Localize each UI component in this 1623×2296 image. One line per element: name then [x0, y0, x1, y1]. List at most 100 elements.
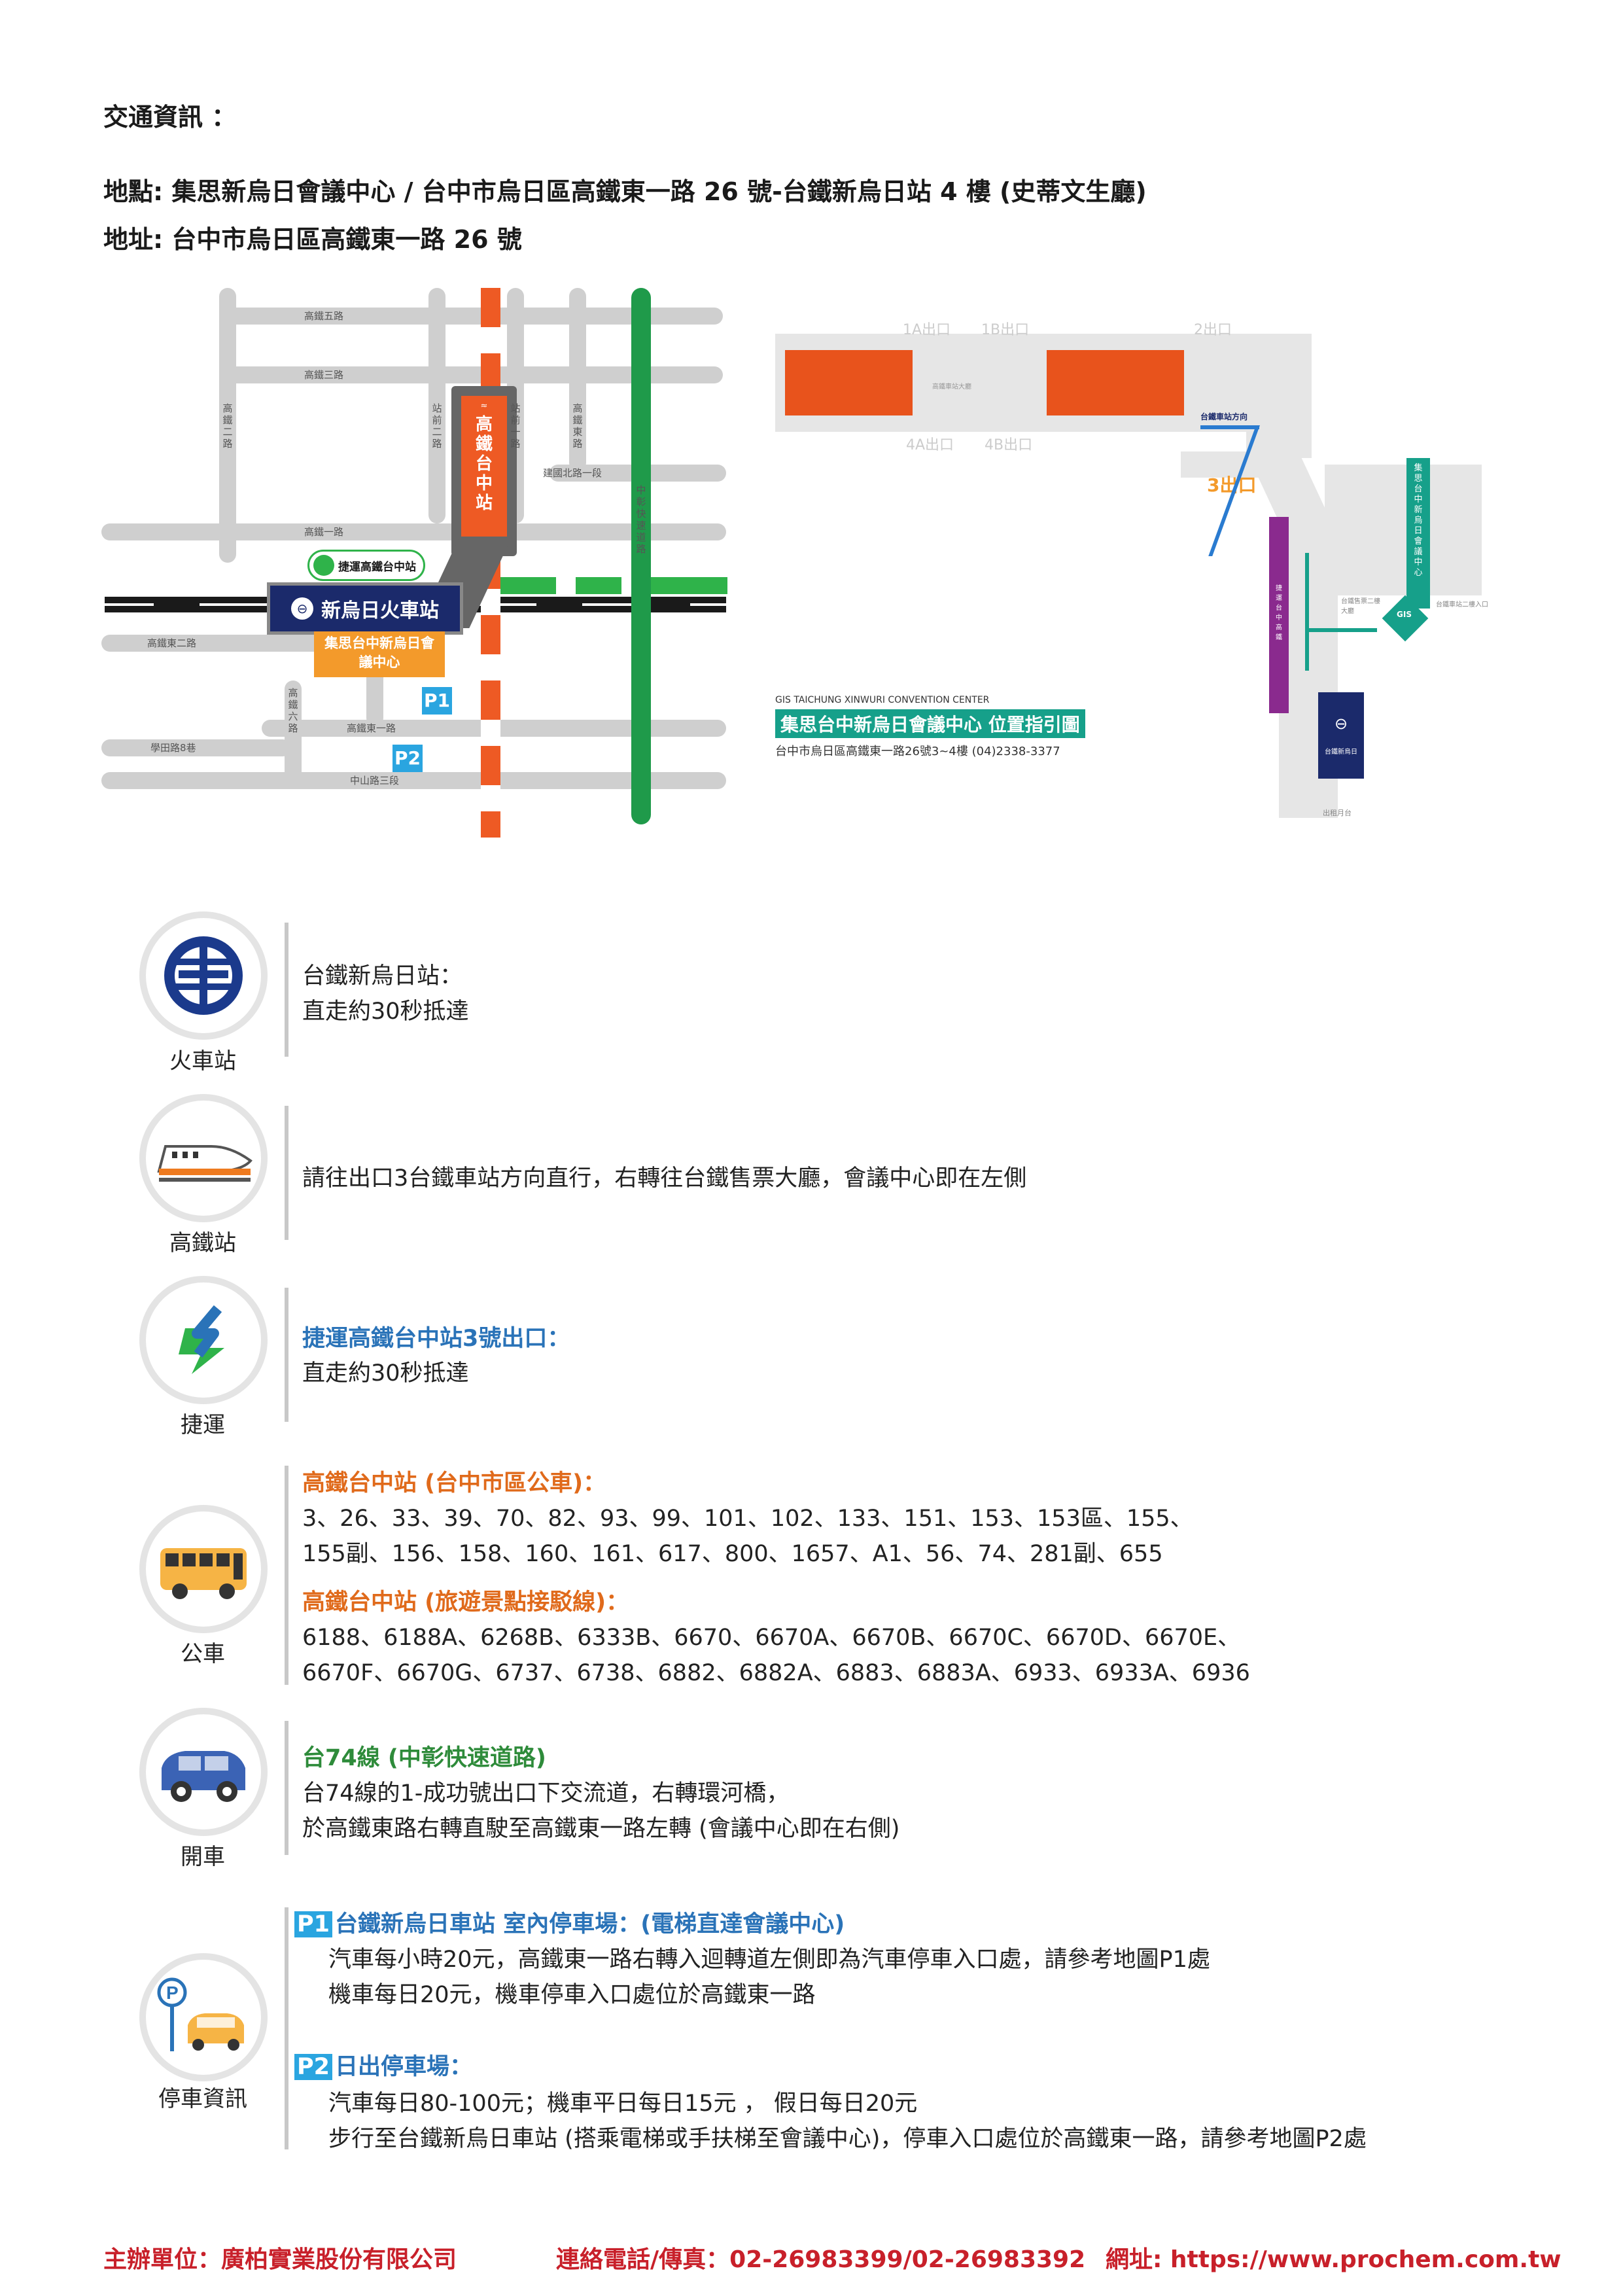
section-caption: 捷運: [181, 1412, 225, 1438]
road: [101, 739, 291, 756]
bus-icon: [139, 1505, 268, 1633]
road-label: 高鐵五路: [304, 310, 344, 322]
hsr-logo-icon: ≈: [480, 401, 488, 411]
map-address: 台中市烏日區高鐵東一路26號3~4樓 (04)2338-3377: [775, 745, 1060, 758]
exit-label: 2出口: [1194, 322, 1232, 338]
section-caption: 公車: [181, 1641, 225, 1667]
rail-block: [154, 599, 200, 610]
hsr-block: [785, 350, 913, 415]
platform-label: 出租月台: [1323, 809, 1352, 817]
section-text: 步行至台鐵新烏日車站 (搭乘電梯或手扶梯至會議中心)，停車入口處位於高鐵東一路，…: [328, 2126, 1367, 2152]
road-label: 站前二路: [432, 402, 442, 450]
road-label: 中彰快速道路: [636, 484, 646, 555]
hall-label: 高鐵車站大廳: [932, 383, 971, 391]
tra-station-label: 台鐵新烏日: [1325, 749, 1357, 756]
expressway: [631, 288, 651, 824]
mrt-station-label: 捷運高鐵台中站: [338, 560, 416, 574]
tra-hall-label: 台鐵售票二樓大廳: [1341, 598, 1380, 615]
map-english-title: GIS TAICHUNG XINWURI CONVENTION CENTER: [775, 695, 990, 705]
p1-marker: P1: [422, 687, 452, 715]
section-text: 台74線的1-成功號出口下交流道，右轉環河橋，: [302, 1780, 790, 1807]
section-caption: 開車: [181, 1844, 225, 1870]
section-text: 機車每日20元，機車停車入口處位於高鐵東一路: [328, 1982, 816, 2008]
address-line: 地址: 台中市烏日區高鐵東一路 26 號: [103, 225, 522, 254]
section-text: 3、26、33、39、70、82、93、99、101、102、133、151、1…: [302, 1506, 1193, 1532]
map-title: 集思台中新烏日會議中心 位置指引圖: [775, 709, 1085, 738]
section-caption: 火車站: [169, 1048, 236, 1074]
section-text: 於高鐵東路右轉直駛至高鐵東一路左轉 (會議中心即在右側): [302, 1816, 900, 1842]
road-label: 高鐵東路: [572, 402, 583, 450]
hsr-block: [1047, 350, 1184, 415]
section-text: 汽車每小時20元，高鐵東一路右轉入迴轉道左側即為汽車停車入口處，請參考地圖P1處: [328, 1947, 1210, 1973]
hsr-station-label: 高鐵台中站: [475, 415, 493, 513]
road-label: 站前一路: [510, 402, 521, 450]
car-icon: [139, 1708, 268, 1836]
road: [569, 288, 586, 471]
road: [101, 635, 330, 652]
walk-path: [1305, 553, 1309, 671]
exit-label: 4B出口: [985, 437, 1033, 453]
exit-label: 4A出口: [906, 437, 954, 453]
road-label: 高鐵二路: [222, 402, 233, 450]
footer-website[interactable]: 網址: https://www.prochem.com.tw: [1106, 2246, 1562, 2273]
section-heading: 高鐵台中站 (旅遊景點接駁線)：: [302, 1589, 629, 1616]
section-heading: 捷運高鐵台中站3號出口：: [302, 1326, 570, 1352]
station-floor-map: 高鐵車站大廳 1A出口 1B出口 2出口 4A出口 4B出口 3出口 台鐵車站方…: [775, 308, 1501, 831]
section-text: 直走約30秒抵達: [302, 1360, 469, 1386]
tra-logo-icon: [139, 911, 268, 1040]
road: [285, 680, 302, 785]
location-line: 地點: 集思新烏日會議中心 / 台中市烏日區高鐵東一路 26 號-台鐵新烏日站 …: [103, 177, 1147, 206]
p1-tag: P1: [294, 1911, 333, 1937]
footer-organizer: 主辦單位：廣柏實業股份有限公司: [103, 2246, 457, 2273]
section-heading: 台鐵新烏日車站 室內停車場：(電梯直達會議中心): [335, 1911, 845, 1937]
section-text: 台鐵新烏日站：: [302, 963, 463, 989]
page-title: 交通資訊 ：: [103, 103, 237, 132]
street-map: ≈ 高鐵台中站 捷運高鐵台中站 ⊖ 新烏日火車站 集思台中新烏日會議中心 P1 …: [98, 275, 746, 838]
road-label: 高鐵東一路: [347, 722, 396, 734]
venue-marker: 集思台中新烏日會議中心: [314, 631, 445, 677]
section-text: 6670F、6670G、6737、6738、6882、6882A、6883、68…: [302, 1660, 1250, 1686]
road-label: 高鐵三路: [304, 369, 344, 381]
mrt-logo-icon: [313, 555, 334, 576]
mrt-logo-icon: [139, 1276, 268, 1404]
road-label: 學田路8巷: [150, 742, 196, 754]
hsr-train-icon: [139, 1094, 268, 1222]
section-caption: 停車資訊: [158, 2086, 247, 2112]
rail-block: [644, 599, 690, 610]
road-label: 建國北路一段: [543, 467, 602, 479]
exit-label: 1A出口: [903, 322, 951, 338]
road-label: 高鐵六路: [288, 687, 298, 734]
road-label: 中山路三段: [350, 775, 400, 786]
exit-label: 1B出口: [981, 322, 1030, 338]
hsr-station-block: ≈ 高鐵台中站: [461, 396, 507, 540]
tra-logo-icon: ⊖: [291, 597, 313, 620]
section-caption: 高鐵站: [169, 1230, 236, 1256]
rail-block: [536, 599, 582, 610]
train-station-marker: ⊖ 新烏日火車站: [267, 582, 463, 635]
section-text: 155副、156、158、160、161、617、800、1657、A1、56、…: [302, 1541, 1163, 1567]
svg-text:P: P: [166, 1983, 179, 2003]
mrt-station-marker: 捷運高鐵台中站: [307, 550, 425, 581]
p2-marker: P2: [393, 745, 423, 772]
section-heading: 日出停車場：: [335, 2054, 473, 2080]
walk-path: [1200, 425, 1259, 429]
section-text: 直走約30秒抵達: [302, 998, 469, 1025]
venue-banner-label: 集思台中新烏日會議中心: [1414, 463, 1423, 578]
mrt-line: [498, 577, 727, 594]
tra-station-block: ⊖ 台鐵新烏日: [1318, 692, 1364, 779]
road: [101, 523, 726, 540]
road-label: 高鐵一路: [304, 526, 344, 538]
section-text: 請往出口3台鐵車站方向直行，右轉往台鐵售票大廳，會議中心即在左側: [302, 1165, 1027, 1192]
road-label: 高鐵東二路: [147, 637, 197, 649]
venue-banner: 集思台中新烏日會議中心: [1406, 458, 1430, 609]
section-text: 6188、6188A、6268B、6333B、6670、6670A、6670B、…: [302, 1625, 1241, 1651]
mrt-zone-label: 捷運 台中高鐵: [1276, 585, 1282, 641]
train-station-label: 新烏日火車站: [321, 599, 439, 622]
mrt-zone: 捷運 台中高鐵: [1269, 517, 1289, 713]
gis-label: GIS: [1397, 610, 1412, 619]
parking-car-icon: P: [139, 1953, 268, 2081]
road: [219, 288, 236, 563]
tra-entry-label: 台鐵車站二樓入口: [1436, 601, 1488, 609]
road: [428, 288, 445, 523]
section-heading: 台74線 (中彰快速道路): [302, 1745, 546, 1771]
